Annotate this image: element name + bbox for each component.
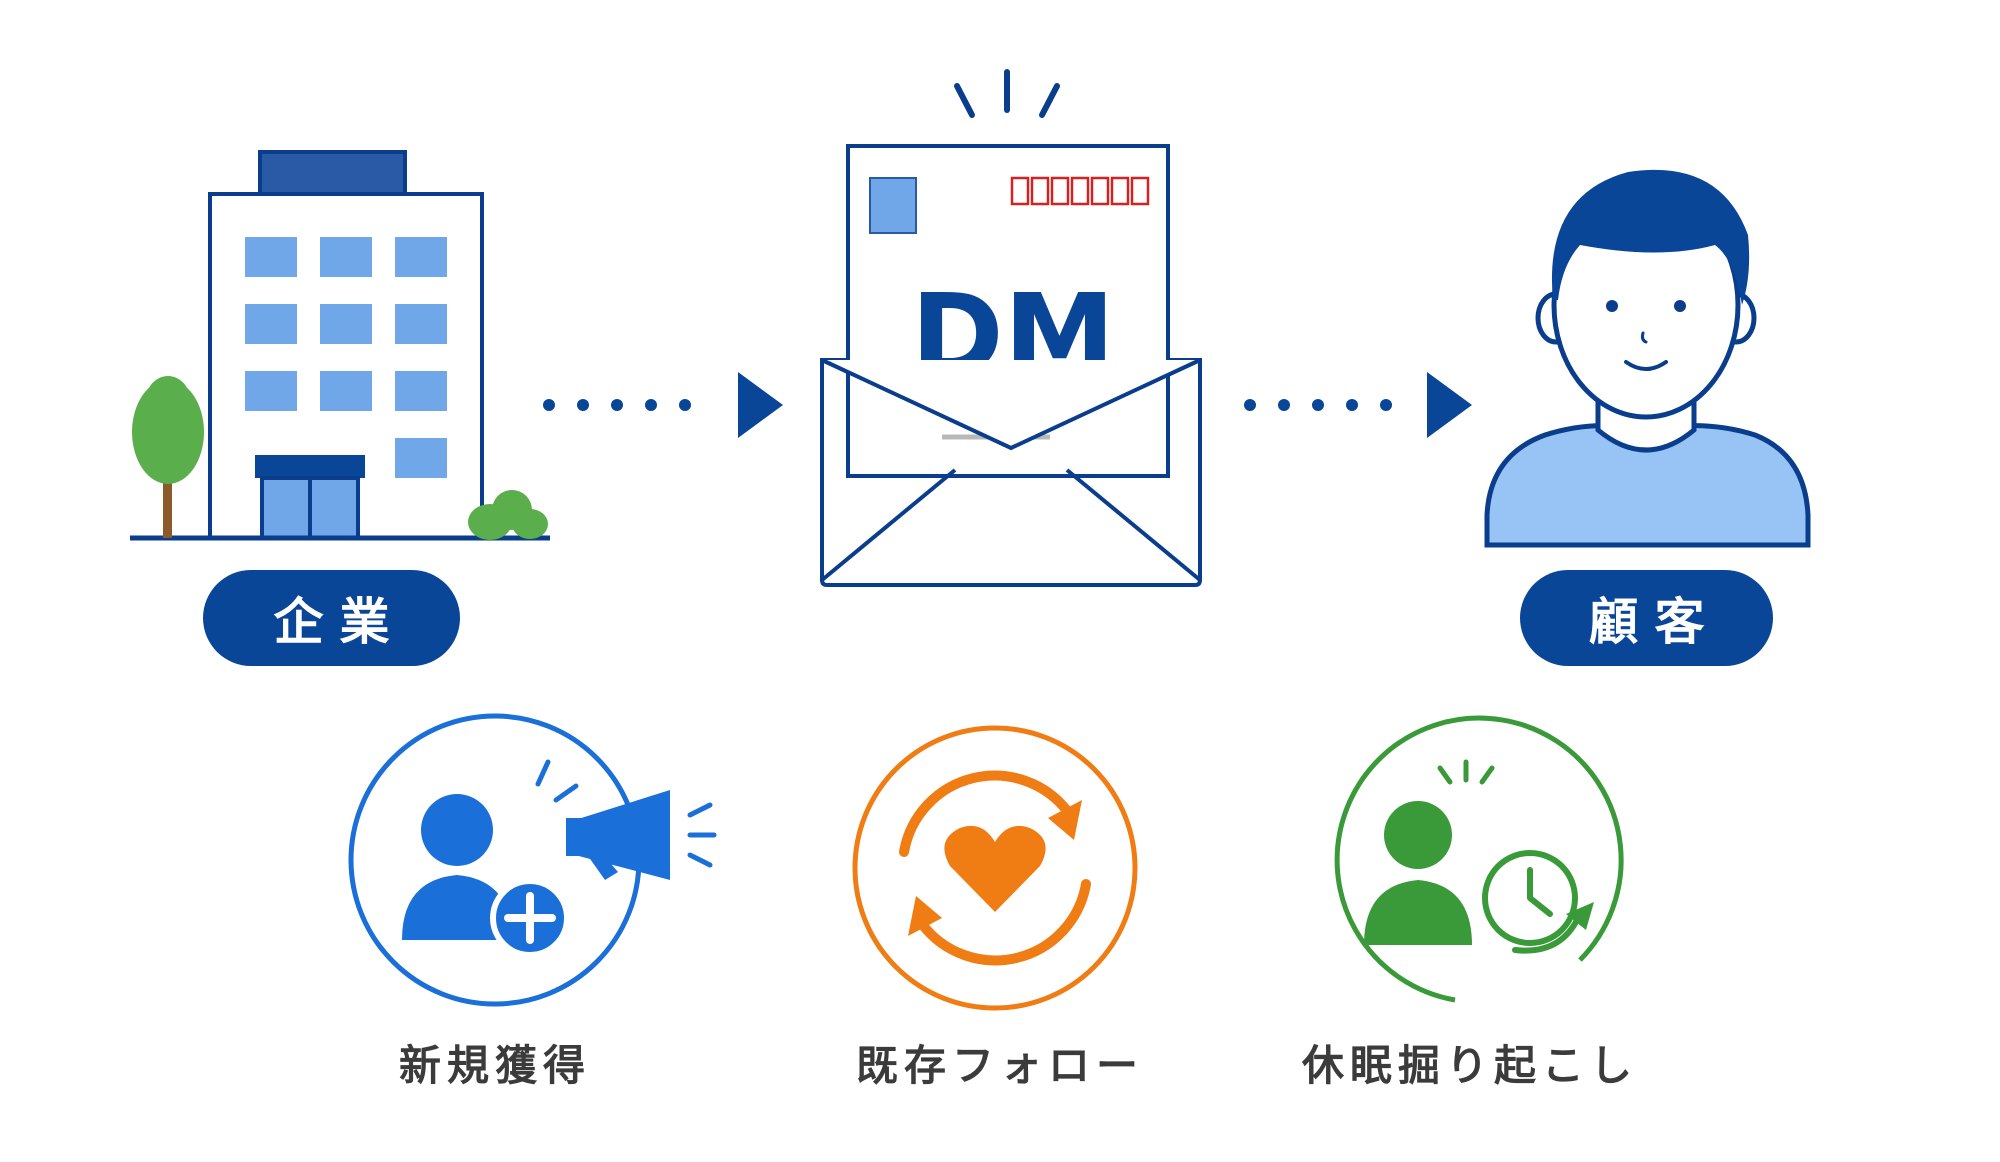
heart-cycle-icon — [852, 725, 1138, 1011]
purpose-label-existing-follow: 既存フォロー — [855, 1041, 1144, 1090]
tree-icon — [132, 376, 204, 538]
customer-label: 顧客 — [1520, 570, 1773, 666]
flow-arrow-dm-to-customer — [1244, 372, 1472, 438]
user-add-megaphone-icon — [348, 713, 717, 1007]
bush-icon — [468, 490, 548, 540]
user-clock-revive-icon — [1334, 715, 1624, 1003]
postal-code-boxes — [1010, 176, 1150, 206]
dm-envelope-icon: DM — [820, 69, 1202, 587]
purpose-label-dormant-revival: 休眠掘り起こし — [1301, 1041, 1638, 1090]
purpose-label-new-acquisition: 新規獲得 — [398, 1041, 591, 1090]
customer-person-icon — [1484, 169, 1811, 548]
flow-arrow-company-to-dm — [543, 372, 783, 438]
company-building-icon — [130, 150, 550, 541]
company-label: 企業 — [203, 570, 460, 666]
